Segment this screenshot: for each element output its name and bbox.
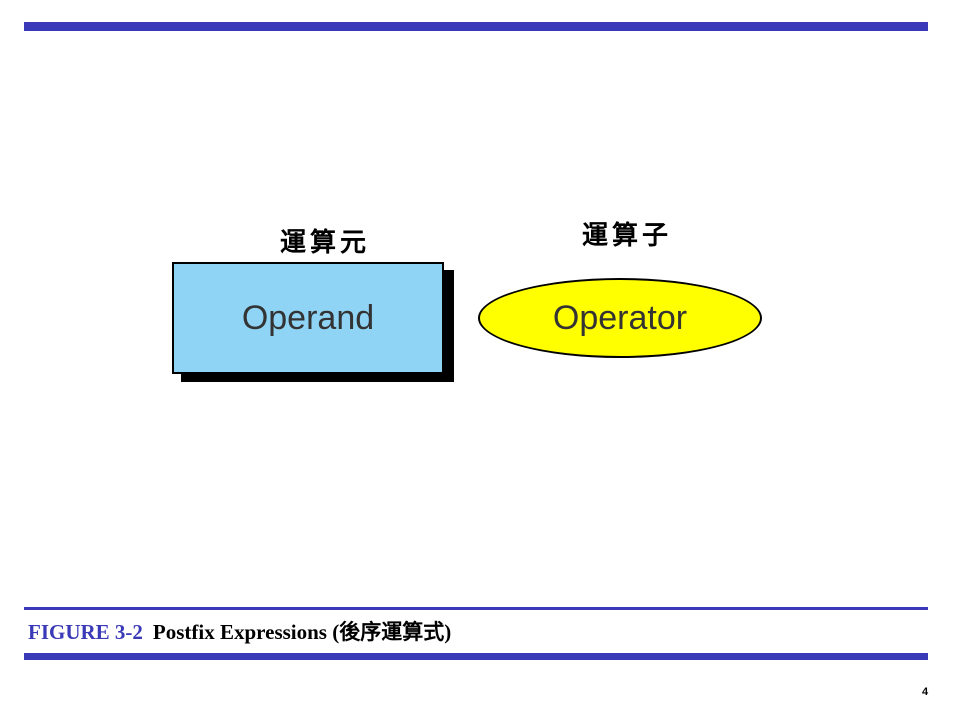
figure-caption: FIGURE 3-2 Postfix Expressions (後序運算式)	[28, 616, 451, 646]
page-number: 4	[922, 686, 929, 698]
operand-chinese-label: 運算元	[280, 228, 371, 258]
operator-ellipse: Operator	[478, 278, 762, 358]
operand-box: Operand	[172, 262, 444, 374]
figure-number: FIGURE 3-2	[28, 620, 143, 644]
caption-top-rule	[24, 607, 928, 610]
operator-chinese-label: 運算子	[582, 221, 673, 251]
top-rule	[24, 22, 928, 31]
figure-title: Postfix Expressions (後序運算式)	[152, 620, 452, 644]
operand-text: Operand	[241, 298, 375, 337]
operator-text: Operator	[552, 298, 688, 337]
caption-bottom-rule	[24, 653, 928, 660]
